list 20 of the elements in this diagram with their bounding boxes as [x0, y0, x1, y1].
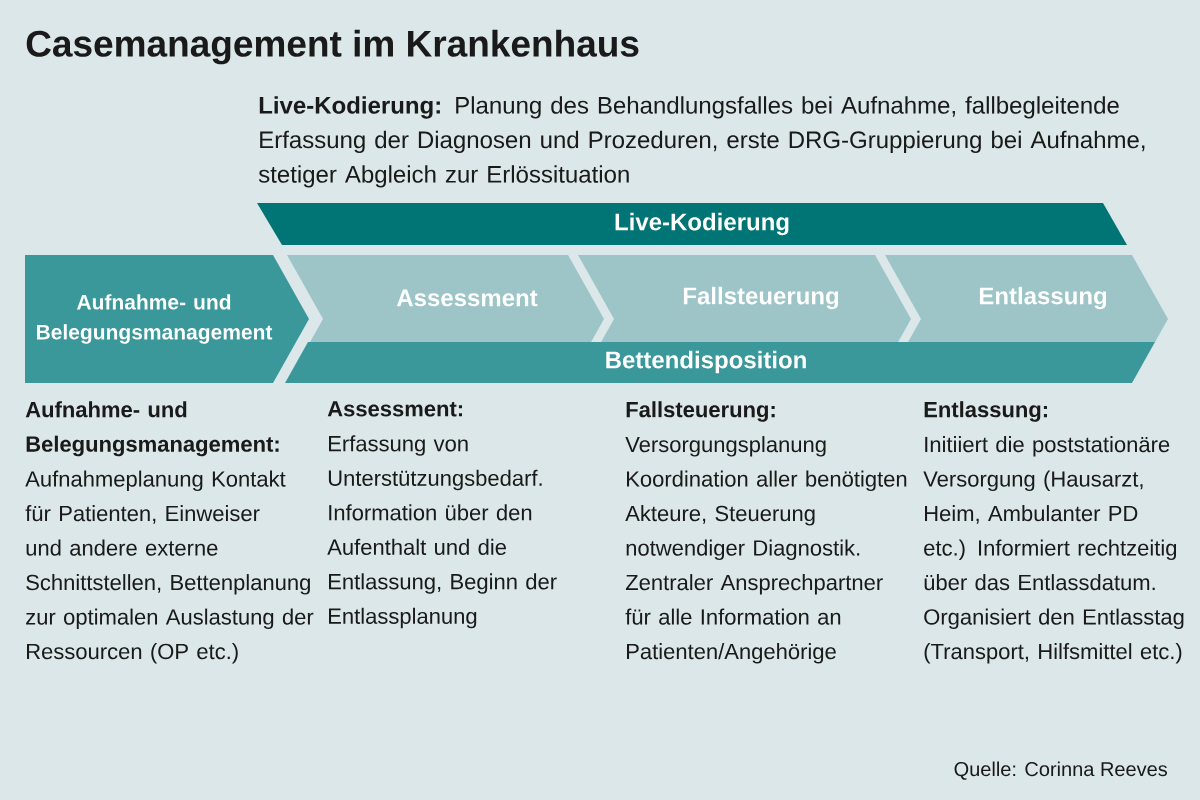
title: Casemanagement im Krankenhaus	[26, 29, 639, 65]
description-text: Versorgungsplanung Koordination aller benötigten Akteure, Steuerung notwendiger Diagnostik. Zentraler Ansprechpartner für alle Information an Patienten/Angehörige	[625, 436, 907, 664]
column-heading: Fallsteuerung:	[626, 401, 775, 422]
source-note: Quelle: Corinna Reeves	[954, 761, 1167, 780]
column-heading: Aufnahme- und Belegungsmanagement:	[25, 401, 279, 457]
slanted-band: Bettendisposition	[285, 342, 1155, 383]
slanted-band: Live-Kodierung	[257, 203, 1127, 245]
column-heading: Entlassung:	[924, 401, 1047, 422]
note-text: Live-Kodierung: Planung des Behandlungsfalles bei Aufnahme, fallbegleitende Erfassung der Diagnosen und Prozeduren, erste DRG-Gruppierung bei Aufnahme, stetiger Abgleich zur Erlössituation	[258, 96, 1145, 188]
chevron-step: Aufnahme- und Belegungsmanagement	[25, 255, 309, 383]
node-label: Assessment	[396, 289, 538, 307]
node-label: Fallsteuerung	[683, 286, 839, 310]
description-text: Erfassung von Unterstützungsbedarf. Information über den Aufenthalt und die Entlassung, Beginn der Entlassplanung	[327, 435, 557, 629]
chevron-step: Fallsteuerung	[578, 255, 911, 342]
column-heading: Assessment:	[327, 401, 462, 417]
chevron-step: Entlassung	[885, 255, 1168, 342]
description-text: Aufnahmeplanung Kontakt für Patienten, Einweiser und andere externe Schnittstellen, Bettenplanung zur optimalen Auslastung der Ressourcen (OP etc.)	[25, 470, 314, 664]
node-label: Entlassung	[979, 286, 1107, 310]
chevron-step: Assessment	[287, 255, 604, 342]
description-text: Initiiert die poststationäre Versorgung (Hausarzt, Heim, Ambulanter PD etc.) Informiert rechtzeitig über das Entlassdatum. Organisiert den Entlasstag (Transport, Hilfsmittel etc.)	[923, 436, 1184, 664]
